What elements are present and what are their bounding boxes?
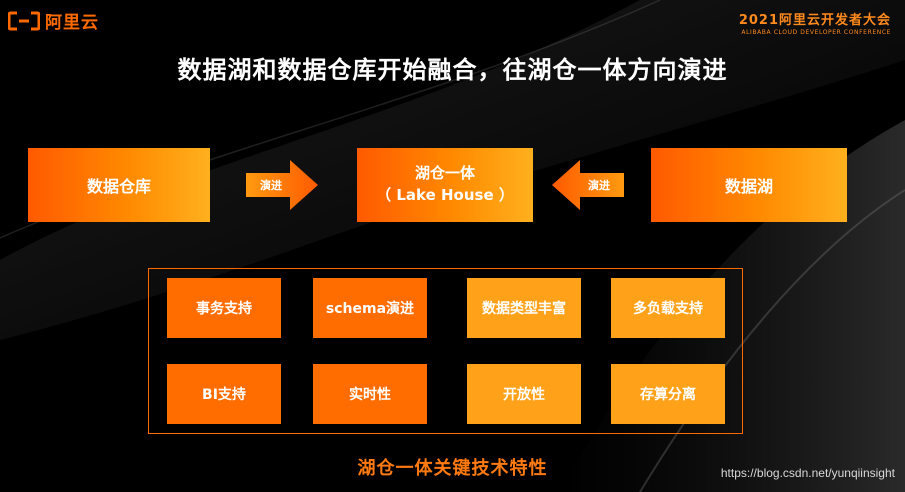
aliyun-bracket-icon: [8, 11, 40, 30]
lakehouse-box: 湖仓一体 （ Lake House ）: [357, 148, 533, 222]
data-lake-box: 数据湖: [651, 148, 847, 222]
logo-text: 阿里云: [45, 13, 99, 33]
arrow-right-icon: [246, 160, 318, 210]
feature-multi-workload: 多负载支持: [611, 278, 725, 338]
arrow-right-label: 演进: [260, 179, 282, 192]
lakehouse-title: 湖仓一体: [414, 164, 475, 183]
features-panel: 事务支持 schema演进 数据类型丰富 多负载支持 BI支持 实时性 开放性 …: [148, 268, 743, 434]
page-title: 数据湖和数据仓库开始融合，往湖仓一体方向演进: [177, 56, 728, 84]
conference-subtitle: ALIBABA CLOUD DEVELOPER CONFERENCE: [741, 29, 891, 36]
evolve-arrow-right: 演进: [246, 160, 318, 210]
lakehouse-subtitle: （ Lake House ）: [376, 186, 514, 204]
data-lake-label: 数据湖: [724, 177, 773, 196]
arrow-left-label: 演进: [588, 179, 610, 192]
conference-title: 2021阿里云开发者大会: [738, 13, 891, 28]
feature-transactions: 事务支持: [167, 278, 281, 338]
feature-storage-compute-separation: 存算分离: [611, 364, 725, 424]
data-warehouse-label: 数据仓库: [86, 177, 151, 196]
features-caption: 湖仓一体关键技术特性: [357, 458, 548, 479]
data-warehouse-box: 数据仓库: [28, 148, 210, 222]
aliyun-logo: 阿里云: [8, 8, 99, 33]
evolve-arrow-left: 演进: [552, 160, 624, 210]
feature-realtime: 实时性: [313, 364, 427, 424]
arrow-left-icon: [552, 160, 624, 210]
conference-branding: 2021阿里云开发者大会 ALIBABA CLOUD DEVELOPER CON…: [739, 9, 891, 36]
feature-bi-support: BI支持: [167, 364, 281, 424]
feature-openness: 开放性: [467, 364, 581, 424]
feature-rich-data-types: 数据类型丰富: [467, 278, 581, 338]
feature-schema-evolution: schema演进: [313, 278, 427, 338]
watermark: https://blog.csdn.net/yunqiinsight: [720, 466, 895, 480]
